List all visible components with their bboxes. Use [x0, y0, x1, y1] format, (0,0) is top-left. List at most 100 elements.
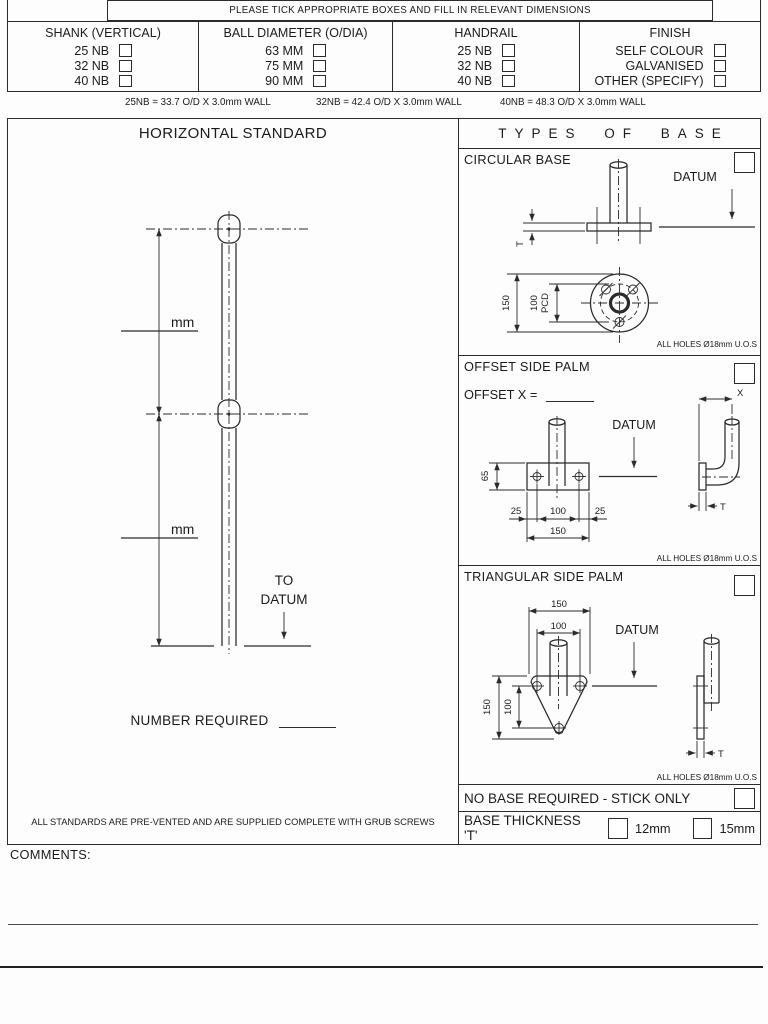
dim-label-t: T	[515, 241, 526, 247]
checkbox-thickness-12mm[interactable]	[608, 817, 628, 839]
option-label: 40 NB	[74, 74, 110, 89]
checkbox-finish-other[interactable]	[713, 74, 726, 88]
main-drawing-box: HORIZONTAL STANDARD	[7, 118, 761, 845]
offset-side-palm-section: OFFSET SIDE PALM OFFSET X =	[459, 355, 760, 564]
form-instruction-banner: PLEASE TICK APPROPRIATE BOXES AND FILL I…	[107, 0, 713, 21]
holes-note: ALL HOLES Ø18mm U.O.S	[657, 554, 758, 563]
checkbox-finish-galvanised[interactable]	[713, 59, 726, 73]
no-base-row: NO BASE REQUIRED - STICK ONLY	[459, 784, 760, 811]
dim-label-t: T	[720, 502, 726, 513]
number-required-label: NUMBER REQUIRED	[130, 713, 269, 728]
dim-label-150: 150	[550, 526, 566, 537]
holes-note: ALL HOLES Ø18mm U.O.S	[657, 773, 758, 782]
pipe-note-32nb: 32NB = 42.4 O/D X 3.0mm WALL	[316, 97, 462, 108]
form-instruction-text: PLEASE TICK APPROPRIATE BOXES AND FILL I…	[229, 5, 591, 16]
dim-label-t: T	[718, 749, 724, 760]
spec-col-title: FINISH	[649, 26, 691, 40]
checkbox-handrail-40nb[interactable]	[502, 74, 515, 88]
panel-title: HORIZONTAL STANDARD	[138, 125, 328, 142]
checkbox-shank-32nb[interactable]	[119, 59, 132, 73]
spec-col-finish: FINISH SELF COLOUR GALVANISED OTHER (SPE…	[579, 22, 760, 91]
offset-x-label: OFFSET X =	[464, 387, 538, 403]
thickness-option-15mm: 15mm	[719, 820, 756, 836]
option-label: OTHER (SPECIFY)	[594, 74, 704, 89]
dim-label-65: 65	[480, 471, 491, 482]
lower-dim-unit: mm	[171, 521, 194, 537]
dim-label-25-right: 25	[595, 506, 606, 517]
thickness-option-12mm: 12mm	[635, 820, 671, 836]
triangular-side-palm-section: TRIANGULAR SIDE PALM 150 100	[459, 564, 760, 784]
option-label: 25 NB	[74, 43, 110, 58]
dim-label-150-top: 150	[551, 599, 567, 610]
option-label: 32 NB	[457, 58, 493, 73]
option-label: 25 NB	[457, 43, 493, 58]
dim-label-100: 100	[550, 506, 566, 517]
checkbox-shank-40nb[interactable]	[119, 74, 132, 88]
option-label: 90 MM	[265, 74, 304, 89]
checkbox-offset-side-palm[interactable]	[734, 363, 755, 385]
to-datum-label-1: TO	[275, 573, 294, 588]
standards-footer-note: ALL STANDARDS ARE PRE-VENTED AND ARE SUP…	[31, 817, 435, 827]
base-thickness-row: BASE THICKNESS 'T' 12mm 15mm	[459, 811, 760, 844]
comments-line-2[interactable]	[0, 966, 763, 969]
spec-col-title: HANDRAIL	[454, 26, 518, 40]
checkbox-triangular-side-palm[interactable]	[734, 574, 755, 596]
spec-table: SHANK (VERTICAL) 25 NB 32 NB 40 NB BALL …	[7, 21, 761, 92]
to-datum-label-2: DATUM	[261, 592, 308, 607]
checkbox-circular-base[interactable]	[734, 151, 755, 173]
checkbox-ball-75mm[interactable]	[313, 59, 326, 73]
datum-label: DATUM	[615, 623, 659, 637]
dim-label-150: 150	[501, 295, 512, 311]
circular-base-drawing: T DATUM	[501, 158, 758, 349]
number-required-input-line[interactable]	[278, 713, 336, 728]
option-label: GALVANISED	[625, 58, 704, 73]
option-label: 32 NB	[74, 58, 110, 73]
spec-col-handrail: HANDRAIL 25 NB 32 NB 40 NB	[392, 22, 579, 91]
dim-label-25-left: 25	[511, 506, 522, 517]
checkbox-shank-25nb[interactable]	[119, 44, 132, 57]
no-base-label: NO BASE REQUIRED - STICK ONLY	[464, 790, 691, 806]
triangular-side-palm-drawing: 150 100	[482, 599, 758, 782]
types-of-base-panel: TYPES OF BASE CIRCULAR BASE	[458, 119, 760, 844]
datum-label: DATUM	[612, 418, 656, 432]
option-label: 40 NB	[457, 74, 493, 89]
dim-label-pcd: PCD	[540, 293, 551, 313]
spec-col-ball-diameter: BALL DIAMETER (O/DIA) 63 MM 75 MM 90 MM	[198, 22, 392, 91]
types-of-base-title: TYPES OF BASE	[498, 125, 729, 141]
option-label: SELF COLOUR	[615, 43, 704, 58]
offset-side-palm-title: OFFSET SIDE PALM	[464, 359, 590, 375]
checkbox-no-base[interactable]	[734, 787, 755, 809]
dim-label-100: 100	[529, 295, 540, 311]
option-label: 63 MM	[265, 43, 304, 58]
checkbox-thickness-15mm[interactable]	[692, 817, 713, 839]
option-label: 75 MM	[265, 58, 304, 73]
circular-base-title: CIRCULAR BASE	[464, 151, 572, 167]
dim-label-150-left: 150	[482, 699, 493, 715]
horizontal-standard-panel: HORIZONTAL STANDARD	[8, 119, 458, 844]
checkbox-ball-90mm[interactable]	[313, 74, 326, 88]
upper-dim-unit: mm	[171, 314, 194, 330]
comments-line-1[interactable]	[8, 924, 758, 926]
offset-side-palm-drawing: 65 25 100 25 150 D	[480, 388, 758, 563]
pipe-note-40nb: 40NB = 48.3 O/D X 3.0mm WALL	[500, 97, 646, 108]
offset-x-input-line[interactable]	[546, 388, 595, 403]
border-left-extension	[7, 0, 9, 22]
checkbox-finish-self-colour[interactable]	[713, 44, 726, 57]
checkbox-handrail-32nb[interactable]	[502, 59, 515, 73]
comments-label: COMMENTS:	[10, 847, 91, 862]
dim-label-x: X	[737, 388, 744, 399]
holes-note: ALL HOLES Ø18mm U.O.S	[657, 340, 758, 349]
standard-drawing: mm mm TO DATUM	[121, 211, 311, 654]
ball-fitting-top	[217, 214, 241, 244]
ball-fitting-middle	[217, 399, 241, 429]
checkbox-ball-63mm[interactable]	[313, 44, 326, 57]
spec-col-shank: SHANK (VERTICAL) 25 NB 32 NB 40 NB	[8, 22, 198, 91]
spec-col-title: BALL DIAMETER (O/DIA)	[223, 26, 368, 40]
dim-label-100-top: 100	[551, 621, 567, 632]
checkbox-handrail-25nb[interactable]	[502, 44, 515, 57]
offset-x-row: OFFSET X =	[464, 387, 595, 403]
pipe-note-25nb: 25NB = 33.7 O/D X 3.0mm WALL	[125, 97, 271, 108]
border-right-extension	[760, 0, 762, 22]
circular-base-section: CIRCULAR BASE T	[459, 147, 760, 355]
